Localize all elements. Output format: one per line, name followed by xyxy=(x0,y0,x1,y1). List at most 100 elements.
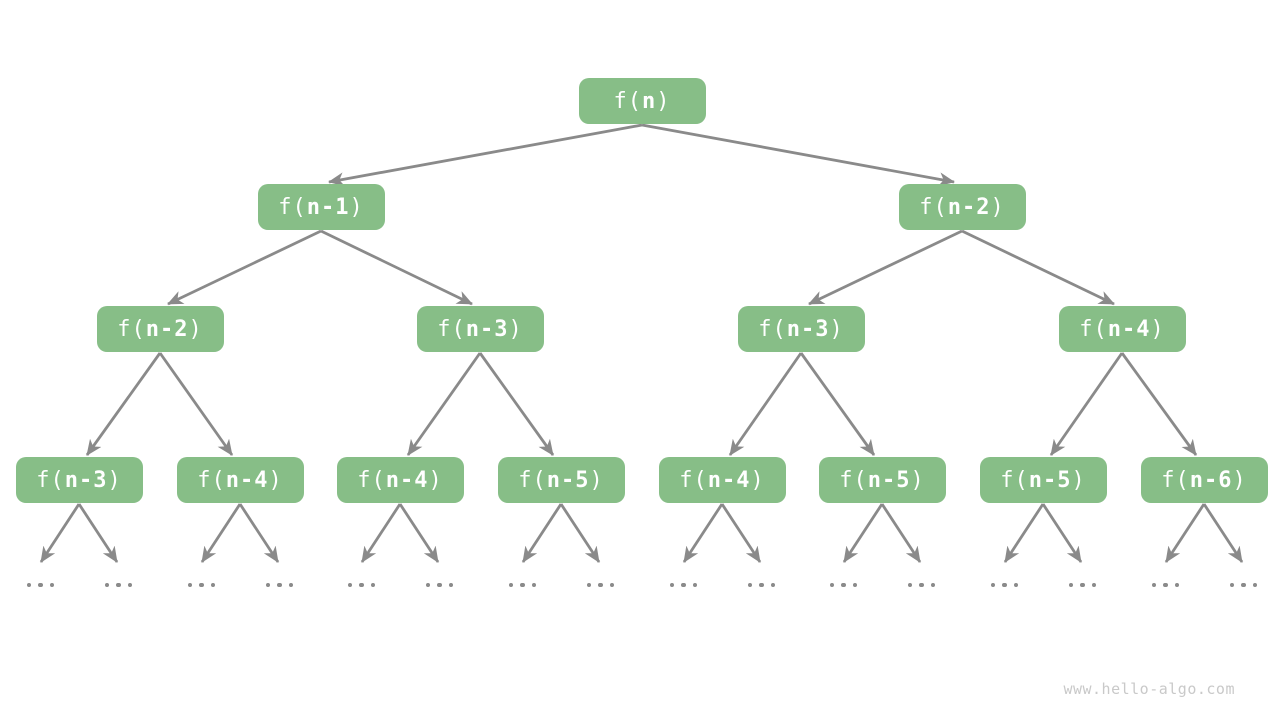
node-label-suffix: ) xyxy=(508,316,523,342)
node-label-suffix: ) xyxy=(1150,316,1165,342)
edge-arrow xyxy=(559,503,601,563)
ellipsis-dot xyxy=(1174,582,1179,587)
tree-node-c1: f(n-3) xyxy=(15,457,143,503)
node-label-arg: n-2 xyxy=(145,316,189,342)
node-label-suffix: ) xyxy=(349,194,364,220)
ellipsis-dot xyxy=(681,582,686,587)
node-label-prefix: f( xyxy=(278,194,307,220)
node-label-prefix: f( xyxy=(117,316,146,342)
node-label-prefix: f( xyxy=(1000,467,1029,493)
node-label-prefix: f( xyxy=(437,316,466,342)
node-label-arg: n-3 xyxy=(465,316,509,342)
edge-arrow xyxy=(682,503,724,563)
edge-arrow xyxy=(521,503,563,563)
node-label-prefix: f( xyxy=(36,467,65,493)
node-label-arg: n-6 xyxy=(1189,467,1233,493)
edge-arrow xyxy=(406,352,482,456)
node-label-prefix: f( xyxy=(518,467,547,493)
node-label-arg: n-5 xyxy=(867,467,911,493)
node-label-suffix: ) xyxy=(656,88,671,114)
edge-arrow xyxy=(158,352,234,456)
node-label-suffix: ) xyxy=(428,467,443,493)
ellipsis-dot xyxy=(841,582,846,587)
ellipsis xyxy=(262,582,297,587)
ellipsis-dot xyxy=(359,582,364,587)
ellipsis-dot xyxy=(669,582,674,587)
ellipsis-dot xyxy=(277,582,282,587)
edge-arrow xyxy=(1049,352,1124,456)
ellipsis xyxy=(904,582,939,587)
edge-arrow xyxy=(238,503,280,563)
ellipsis-dot xyxy=(692,582,697,587)
ellipsis-dot xyxy=(1241,582,1246,587)
edge-arrow xyxy=(961,229,1115,306)
edge-arrow xyxy=(641,123,955,187)
ellipsis xyxy=(1226,582,1261,587)
edge-arrow xyxy=(1003,503,1045,563)
node-label-suffix: ) xyxy=(829,316,844,342)
tree-node-c7: f(n-5) xyxy=(979,457,1107,503)
edge-arrow xyxy=(1041,503,1083,563)
ellipsis-dot xyxy=(1163,582,1168,587)
ellipsis-dot xyxy=(586,582,591,587)
node-label-prefix: f( xyxy=(919,194,948,220)
node-label-suffix: ) xyxy=(910,467,925,493)
node-label-suffix: ) xyxy=(1071,467,1086,493)
watermark-text: www.hello-algo.com xyxy=(1063,680,1235,698)
tree-node-root: f(n) xyxy=(578,78,706,124)
ellipsis-dot xyxy=(425,582,430,587)
ellipsis xyxy=(184,582,219,587)
ellipsis-dot xyxy=(907,582,912,587)
edge-arrow xyxy=(398,503,440,563)
tree-node-b2: f(n-3) xyxy=(416,306,544,352)
edge-arrow xyxy=(799,352,876,456)
edge-arrow xyxy=(360,503,402,563)
tree-node-b4: f(n-4) xyxy=(1058,306,1186,352)
ellipsis xyxy=(23,582,58,587)
ellipsis-dot xyxy=(104,582,109,587)
ellipsis-dot xyxy=(508,582,513,587)
node-label-prefix: f( xyxy=(197,467,226,493)
node-label-arg: n-4 xyxy=(1107,316,1151,342)
tree-node-a2: f(n-2) xyxy=(898,184,1026,230)
ellipsis xyxy=(987,582,1022,587)
node-label-suffix: ) xyxy=(1232,467,1247,493)
edge-arrow xyxy=(720,503,762,563)
tree-node-a1: f(n-1) xyxy=(257,184,385,230)
ellipsis xyxy=(744,582,779,587)
edge-arrow xyxy=(77,503,119,563)
ellipsis-dot xyxy=(1080,582,1085,587)
ellipsis-dot xyxy=(347,582,352,587)
ellipsis-dot xyxy=(187,582,192,587)
node-label-arg: n-3 xyxy=(64,467,108,493)
ellipsis xyxy=(1148,582,1183,587)
edge-arrow xyxy=(808,229,963,306)
tree-node-c2: f(n-4) xyxy=(176,457,304,503)
node-label-prefix: f( xyxy=(613,88,642,114)
edge-arrow xyxy=(1164,503,1206,563)
ellipsis-dot xyxy=(437,582,442,587)
edge-arrow xyxy=(200,503,242,563)
ellipsis-dot xyxy=(265,582,270,587)
ellipsis-dot xyxy=(919,582,924,587)
node-label-suffix: ) xyxy=(188,316,203,342)
node-label-arg: n-4 xyxy=(385,467,429,493)
ellipsis-dot xyxy=(38,582,43,587)
ellipsis-dot xyxy=(598,582,603,587)
node-label-prefix: f( xyxy=(357,467,386,493)
ellipsis-dot xyxy=(1252,582,1257,587)
ellipsis-dot xyxy=(930,582,935,587)
edge-arrow xyxy=(1202,503,1244,563)
ellipsis xyxy=(344,582,379,587)
node-label-suffix: ) xyxy=(589,467,604,493)
node-label-suffix: ) xyxy=(268,467,283,493)
ellipsis-dot xyxy=(199,582,204,587)
tree-node-c4: f(n-5) xyxy=(497,457,625,503)
edge-arrow xyxy=(478,352,555,456)
ellipsis xyxy=(422,582,457,587)
node-label-arg: n-4 xyxy=(707,467,751,493)
ellipsis-dot xyxy=(49,582,54,587)
ellipsis-dot xyxy=(747,582,752,587)
ellipsis-dot xyxy=(448,582,453,587)
